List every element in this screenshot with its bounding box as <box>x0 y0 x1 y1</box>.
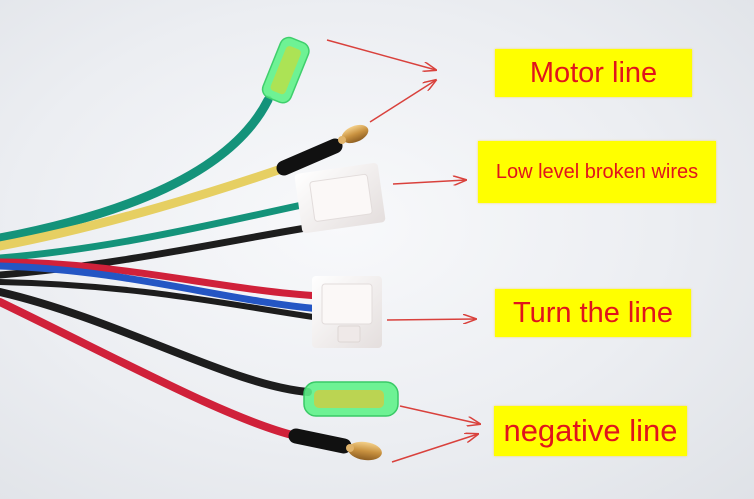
label-low-level-broken-wires: Low level broken wires <box>478 141 716 203</box>
blue-hall-wire <box>0 262 324 313</box>
black-hall-wire <box>0 279 323 321</box>
label-negative-line: negative line <box>494 406 687 456</box>
bullet-terminal-yellow <box>276 124 369 176</box>
red-negative-wire <box>0 298 300 440</box>
arrow-icon <box>369 80 436 123</box>
arrow-icon <box>399 405 480 424</box>
green-motor-wire <box>0 95 273 243</box>
arrow-icon <box>391 434 478 463</box>
green-signal-wire <box>0 198 320 262</box>
bullet-terminal-red <box>288 428 382 461</box>
red-hall-wire <box>0 258 324 300</box>
connector-bottom <box>312 276 382 348</box>
label-turn-the-line: Turn the line <box>495 289 691 337</box>
arrow-icon <box>392 180 466 184</box>
green-terminal-bottom <box>303 381 399 417</box>
arrow-icon <box>386 319 476 320</box>
wire-bundle <box>0 95 324 440</box>
label-motor-line: Motor line <box>495 49 692 97</box>
green-terminal-top <box>261 36 310 104</box>
black-negative-wire <box>0 288 312 396</box>
arrow-icon <box>326 39 436 70</box>
arrows <box>326 39 480 463</box>
yellow-motor-wire <box>0 163 289 251</box>
connector-top <box>294 162 386 234</box>
